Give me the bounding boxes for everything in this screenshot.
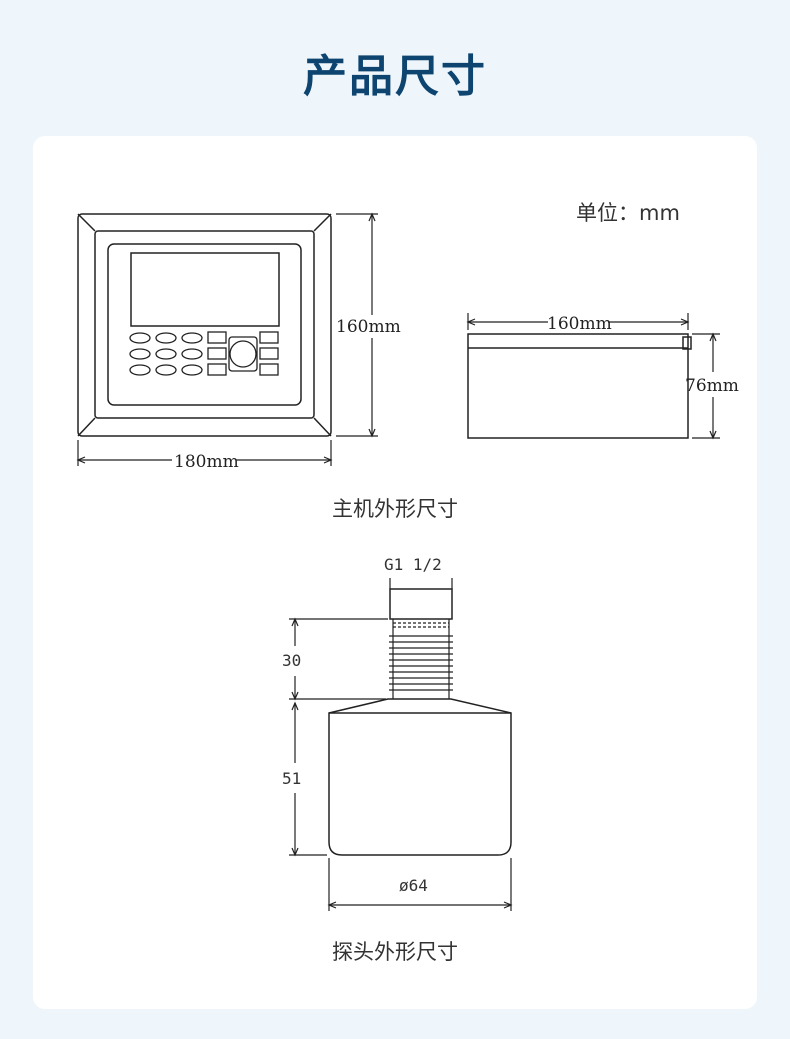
diameter-label: ø64 <box>399 876 428 895</box>
host-caption: 主机外形尺寸 <box>332 497 458 521</box>
side-width-label: 160mm <box>547 314 612 334</box>
page-title: 产品尺寸 <box>303 51 487 102</box>
side-depth-dimension <box>692 332 720 440</box>
probe-caption: 探头外形尺寸 <box>332 940 458 964</box>
diameter-dimension <box>327 858 513 911</box>
body-height-label: 51 <box>282 769 301 788</box>
host-front-view <box>76 212 378 466</box>
host-height-label: 160mm <box>336 317 401 337</box>
body-height-dimension <box>289 701 327 857</box>
thread-length-dimension <box>289 617 388 701</box>
threaded-section <box>389 619 453 699</box>
side-width-dimension <box>466 313 690 330</box>
probe-drawing <box>289 578 513 911</box>
host-width-dimension <box>76 440 333 466</box>
content-card <box>33 136 757 1009</box>
thread-spec-label: G1 1/2 <box>384 555 442 574</box>
keypad <box>129 331 279 376</box>
host-width-label: 180mm <box>174 452 239 472</box>
unit-label: 单位：mm <box>576 201 680 225</box>
screen-window <box>130 252 280 327</box>
side-depth-label: 76mm <box>685 376 739 396</box>
thread-length-label: 30 <box>282 651 301 670</box>
host-height-dimension <box>336 212 378 438</box>
host-side-view <box>466 313 720 440</box>
